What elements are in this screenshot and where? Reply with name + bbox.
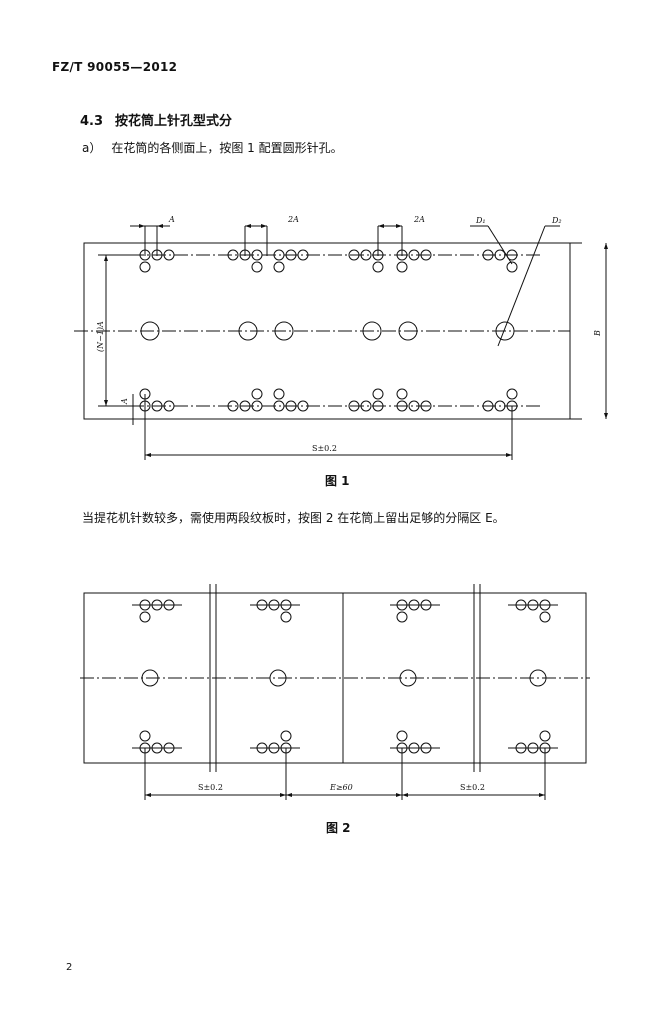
- hole-group: [132, 599, 182, 623]
- dim-label-a: A: [168, 215, 175, 224]
- hole-group: [227, 388, 309, 412]
- hole-group: [250, 599, 300, 623]
- hole-group: [227, 249, 309, 273]
- dim-label-e: E≥60: [329, 783, 353, 792]
- hole-group: [482, 388, 518, 412]
- hole-group: [508, 599, 558, 623]
- hole-group: [390, 599, 440, 623]
- figure-2-caption: 图 2: [326, 821, 351, 835]
- center-hole: [269, 669, 287, 687]
- center-hole: [141, 669, 159, 687]
- body-paragraph: 当提花机针数较多，需使用两段纹板时，按图 2 在花筒上留出足够的分隔区 E。: [82, 511, 505, 525]
- figure2-plate: [83, 592, 587, 764]
- hole-group: [348, 249, 432, 273]
- center-hole: [495, 321, 515, 341]
- center-hole: [362, 321, 382, 341]
- dim-label-s: S±0.2: [312, 444, 337, 453]
- hole-group: [482, 249, 518, 273]
- center-hole: [398, 321, 418, 341]
- dim-label-2a: 2A: [287, 215, 299, 224]
- dim-label-a-side: A: [120, 398, 129, 405]
- figure-1-caption: 图 1: [325, 474, 350, 488]
- hole-group: [508, 730, 558, 754]
- hole-group: [250, 730, 300, 754]
- figure1-plate: [83, 242, 571, 420]
- section-number: 4.3: [80, 114, 104, 129]
- center-hole: [140, 321, 160, 341]
- hole-group: [139, 249, 175, 273]
- hole-group: [132, 730, 182, 754]
- dim-label-d2: D₂: [551, 216, 562, 225]
- dim-label-d1: D₁: [475, 216, 486, 225]
- list-item-text: 在花筒的各侧面上，按图 1 配置圆形针孔。: [111, 141, 343, 155]
- center-hole: [274, 321, 294, 341]
- page-number: 2: [66, 962, 73, 973]
- dim-label-2a: 2A: [413, 215, 425, 224]
- hole-group: [348, 388, 432, 412]
- section-title: 按花筒上针孔型式分: [115, 114, 233, 129]
- list-marker: a）: [82, 141, 102, 155]
- dim-label-n-a: (N−1)A: [96, 321, 105, 352]
- dim-label-s-left: S±0.2: [198, 783, 223, 792]
- section-heading: 4.3 按花筒上针孔型式分: [80, 110, 232, 129]
- center-hole: [529, 669, 547, 687]
- hole-group: [139, 388, 175, 412]
- center-hole: [238, 321, 258, 341]
- dim-label-s-right: S±0.2: [460, 783, 485, 792]
- hole-group: [390, 730, 440, 754]
- dim-label-b: B: [593, 330, 602, 337]
- center-hole: [399, 669, 417, 687]
- list-item-a: a） 在花筒的各侧面上，按图 1 配置圆形针孔。: [82, 139, 343, 156]
- standard-code: FZ/T 90055—2012: [52, 60, 178, 74]
